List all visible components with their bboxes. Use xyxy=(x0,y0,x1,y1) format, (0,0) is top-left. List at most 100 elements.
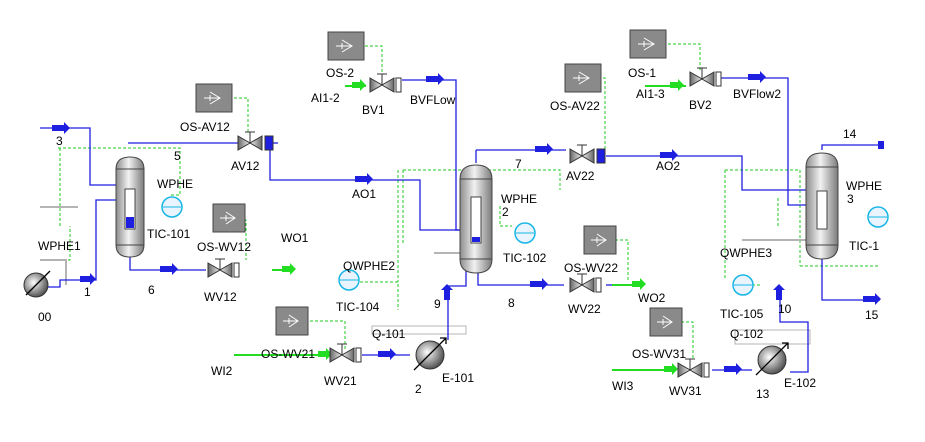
label-stream-9: 9 xyxy=(434,297,441,311)
indicator-tic102[interactable] xyxy=(514,222,536,244)
vessel-left[interactable] xyxy=(115,156,145,258)
label-wv22: WV22 xyxy=(568,302,601,316)
label-os-wv31: OS-WV31 xyxy=(632,347,686,361)
valve-bv1[interactable] xyxy=(369,73,402,93)
stream-arrow xyxy=(660,149,678,161)
label-os-wv22: OS-WV22 xyxy=(564,261,618,275)
controller-os-av12[interactable] xyxy=(195,83,233,113)
label-bvflow: BVFLow xyxy=(410,93,456,107)
valve-wv21[interactable] xyxy=(329,343,362,363)
label-bv2: BV2 xyxy=(689,98,712,112)
stream-arrow xyxy=(80,273,96,285)
label-os-av22: OS-AV22 xyxy=(550,99,600,113)
indicator-tic105[interactable] xyxy=(732,274,754,296)
controller-os-wv22[interactable] xyxy=(583,225,617,255)
label-stream-10: 10 xyxy=(778,302,792,316)
stream-labels: 3 5 1 6 WPHE1 00 WPHE TIC-101 OS-AV12 AV… xyxy=(38,66,882,401)
label-os-av12: OS-AV12 xyxy=(180,120,230,134)
label-os-1: OS-1 xyxy=(628,66,656,80)
feed-arrow xyxy=(352,79,366,91)
stream-arrow xyxy=(748,71,766,83)
stream-arrow xyxy=(863,293,881,305)
valve-wv31[interactable] xyxy=(677,358,710,378)
stream-arrow xyxy=(52,122,70,134)
label-wphe1: WPHE1 xyxy=(38,239,81,253)
stream-arrow xyxy=(724,363,742,375)
label-wphe-b: WPHE xyxy=(501,192,537,206)
valve-wv22[interactable] xyxy=(569,273,602,293)
controllers xyxy=(195,29,683,337)
feed-arrow xyxy=(632,278,646,290)
label-stream-2: 2 xyxy=(415,382,422,396)
valve-bv2[interactable] xyxy=(689,67,722,87)
label-stream-5: 5 xyxy=(174,149,181,163)
label-ao1: AO1 xyxy=(352,187,376,201)
label-os-wv12: OS-WV12 xyxy=(197,240,251,254)
indicator-tic104[interactable] xyxy=(338,269,360,291)
exchanger-e102[interactable] xyxy=(755,342,789,376)
label-ao2: AO2 xyxy=(656,159,680,173)
label-q101: Q-101 xyxy=(372,327,406,341)
controller-os-2[interactable] xyxy=(327,31,365,61)
vessel-middle[interactable] xyxy=(459,164,493,274)
indicator-tic1[interactable] xyxy=(867,206,889,228)
stream-arrow xyxy=(426,73,444,85)
feed-arrow xyxy=(318,348,332,360)
label-tic101: TIC-101 xyxy=(147,227,191,241)
label-stream-7: 7 xyxy=(515,157,522,171)
stream-arrow xyxy=(355,173,373,185)
stream-arrow xyxy=(530,278,548,290)
stream-arrow-up xyxy=(773,284,785,300)
signal-lines xyxy=(48,43,880,360)
stream-arrow xyxy=(378,348,396,360)
controller-os-wv12[interactable] xyxy=(212,203,246,233)
label-stream-15: 15 xyxy=(865,308,879,322)
label-ai1-2: AI1-2 xyxy=(311,91,340,105)
label-wi3: WI3 xyxy=(612,379,634,393)
controller-os-av22[interactable] xyxy=(564,63,602,93)
exchanger-e101[interactable] xyxy=(413,337,447,371)
valve-av22[interactable] xyxy=(569,144,606,164)
label-wo1: WO1 xyxy=(281,231,309,245)
label-wv12: WV12 xyxy=(204,290,237,304)
controller-os-1[interactable] xyxy=(629,29,667,59)
label-wphe-a: WPHE xyxy=(157,177,193,191)
label-wv31: WV31 xyxy=(669,384,702,398)
label-tic1: TIC-1 xyxy=(849,239,879,253)
feed-arrow xyxy=(670,79,684,91)
process-stream-arrows xyxy=(52,71,884,375)
label-qwphe3: QWPHE3 xyxy=(720,246,772,260)
label-stream-14: 14 xyxy=(843,127,857,141)
stream-arrow xyxy=(160,263,178,275)
feed-stream-arrows xyxy=(282,79,684,375)
exchanger-left-partial[interactable] xyxy=(23,270,51,298)
stream-arrow-up xyxy=(441,284,453,300)
label-wphe-c: WPHE xyxy=(846,179,882,193)
valve-av12[interactable] xyxy=(237,131,274,151)
controller-os-wv31[interactable] xyxy=(649,307,683,337)
label-os-wv21: OS-WV21 xyxy=(261,347,315,361)
vessels xyxy=(115,152,839,274)
vessel-right[interactable] xyxy=(805,152,839,260)
label-wv21: WV21 xyxy=(324,374,357,388)
label-ai1-3: AI1-3 xyxy=(636,87,665,101)
feed-arrow xyxy=(282,263,296,275)
stream-arrow xyxy=(535,143,553,155)
heat-exchangers xyxy=(23,196,889,376)
label-e102: E-102 xyxy=(784,376,816,390)
label-tic102: TIC-102 xyxy=(503,251,547,265)
label-wphe-c-num: 3 xyxy=(847,192,854,206)
label-stream-13: 13 xyxy=(756,387,770,401)
indicator-tic101[interactable] xyxy=(161,196,183,218)
label-wphe-b-num: 2 xyxy=(502,205,509,219)
label-q102: Q-102 xyxy=(730,327,764,341)
label-av12: AV12 xyxy=(231,159,260,173)
label-e101: E-101 xyxy=(442,371,474,385)
label-stream-3: 3 xyxy=(56,134,63,148)
valve-wv12[interactable] xyxy=(207,258,240,278)
label-tic104: TIC-104 xyxy=(336,300,380,314)
label-av22: AV22 xyxy=(566,169,595,183)
controller-os-wv21[interactable] xyxy=(275,306,309,336)
label-bv1: BV1 xyxy=(362,103,385,117)
